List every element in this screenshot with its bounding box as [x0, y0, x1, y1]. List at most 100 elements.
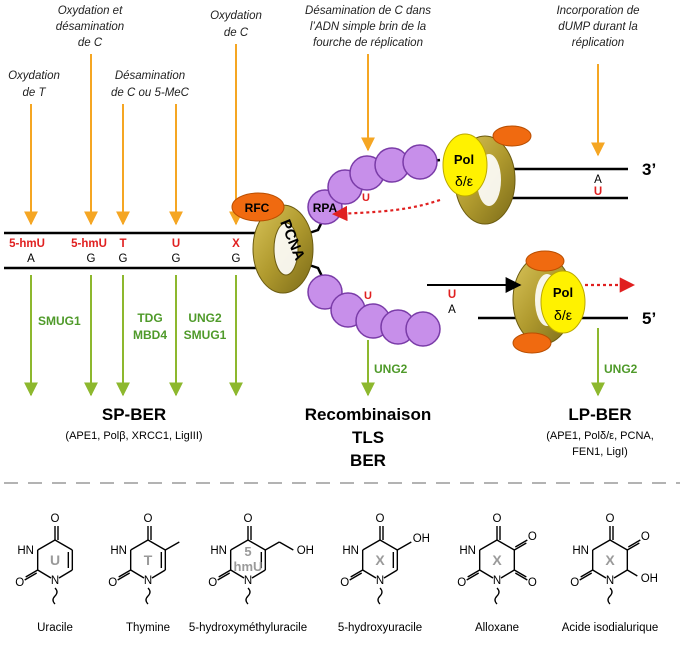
molecule-name: Alloxane — [475, 622, 519, 634]
enzyme-mbd4: MBD4 — [133, 328, 167, 342]
svg-text:O: O — [528, 531, 537, 543]
lesion-x: X — [232, 238, 240, 250]
svg-text:O: O — [144, 513, 153, 525]
svg-text:N: N — [244, 575, 252, 587]
svg-text:O: O — [606, 513, 615, 525]
molecule-name: Acide isodialurique — [562, 622, 659, 634]
svg-text:Désamination: Désamination — [115, 70, 185, 82]
svg-text:O: O — [108, 577, 117, 589]
svg-text:fourche de réplication: fourche de réplication — [313, 37, 423, 49]
svg-text:dUMP durant la: dUMP durant la — [558, 21, 637, 33]
base-g-3: G — [172, 253, 181, 265]
svg-text:(APE1, Polδ/ε, PCNA,: (APE1, Polδ/ε, PCNA, — [546, 430, 654, 442]
svg-text:de C: de C — [78, 37, 103, 49]
molecule-name: 5-hydroxyméthyluracile — [189, 622, 307, 634]
svg-text:O: O — [51, 513, 60, 525]
rpa-lower: U — [307, 274, 441, 347]
ring-label: X — [492, 552, 502, 568]
svg-text:O: O — [570, 577, 579, 589]
cause-arrows — [24, 44, 605, 226]
enzyme-labels: SMUG1 TDG MBD4 UNG2 SMUG1 UNG2 UNG2 — [38, 311, 638, 376]
svg-text:hmU: hmU — [234, 559, 263, 574]
rfc-complex: RFC — [231, 192, 285, 222]
enzyme-smug1: SMUG1 — [38, 314, 81, 328]
annotation-desamination-adn: Désamination de C dans l’ADN simple brin… — [305, 5, 431, 49]
svg-text:O: O — [208, 577, 217, 589]
svg-text:LP-BER: LP-BER — [568, 405, 631, 424]
base-g-1: G — [87, 253, 96, 265]
polymerase-bottom: Pol δ/ε — [512, 250, 586, 354]
svg-text:N: N — [493, 575, 501, 587]
ring-label: X — [375, 552, 385, 568]
annotation-oxydation-desamination: Oxydation et désamination de C — [56, 5, 124, 49]
svg-text:N: N — [606, 575, 614, 587]
svg-text:Recombinaison: Recombinaison — [305, 405, 432, 424]
svg-text:HN: HN — [342, 545, 359, 557]
label-3-prime: 3’ — [642, 160, 656, 179]
pol-bottom-pair: U A — [448, 289, 456, 316]
svg-text:désamination: désamination — [56, 21, 124, 33]
polymerase-top: Pol δ/ε — [442, 125, 532, 225]
enzyme-ung2-fork: UNG2 — [374, 362, 408, 376]
pol-bottom-delta: δ/ε — [554, 307, 572, 323]
svg-text:U: U — [594, 186, 602, 198]
svg-text:de C: de C — [224, 27, 249, 39]
svg-text:O: O — [244, 513, 253, 525]
svg-text:HN: HN — [459, 545, 476, 557]
svg-text:Oxydation: Oxydation — [210, 10, 262, 22]
annotation-oxydation-c: Oxydation de C — [210, 10, 262, 39]
svg-text:de T: de T — [22, 87, 46, 99]
rfc-label: RFC — [245, 201, 270, 215]
svg-text:N: N — [51, 575, 59, 587]
rpa-upper: RPA U — [307, 144, 438, 225]
svg-text:A: A — [448, 304, 456, 316]
svg-text:N: N — [144, 575, 152, 587]
enzyme-tdg: TDG — [137, 311, 162, 325]
pol-top-label: Pol — [454, 152, 474, 167]
svg-text:HN: HN — [572, 545, 589, 557]
enzyme-arrows — [24, 275, 605, 397]
svg-text:A: A — [594, 174, 602, 186]
svg-text:SP-BER: SP-BER — [102, 405, 166, 424]
lesion-5hmu-1: 5-hmU — [9, 238, 45, 250]
annotation-oxydation-t: Oxydation de T — [8, 70, 60, 99]
enzyme-ung2-lp: UNG2 — [604, 362, 638, 376]
pol-top-delta: δ/ε — [455, 173, 473, 189]
svg-text:O: O — [528, 577, 537, 589]
svg-text:l’ADN simple brin de la: l’ADN simple brin de la — [310, 21, 426, 33]
svg-text:OH: OH — [641, 573, 658, 585]
pol-bottom-label: Pol — [553, 285, 573, 300]
svg-text:Oxydation et: Oxydation et — [58, 5, 123, 17]
ring-label: T — [144, 552, 153, 568]
svg-text:OH: OH — [413, 533, 430, 545]
svg-text:FEN1, LigI): FEN1, LigI) — [572, 446, 628, 458]
annotation-desamination-c-5mec: Désamination de C ou 5-MeC — [111, 70, 190, 99]
pathway-recombinaison: Recombinaison TLS BER — [305, 405, 432, 470]
svg-text:N: N — [376, 575, 384, 587]
svg-text:O: O — [340, 577, 349, 589]
svg-text:O: O — [376, 513, 385, 525]
base-a: A — [27, 253, 35, 265]
lesion-5hmu-2: 5-hmU — [71, 238, 107, 250]
svg-text:TLS: TLS — [352, 428, 384, 447]
svg-text:Incorporation de: Incorporation de — [556, 5, 639, 17]
pathway-lp-ber: LP-BER (APE1, Polδ/ε, PCNA, FEN1, LigI) — [546, 405, 654, 458]
base-g-4: G — [232, 253, 241, 265]
upper-fork-uracil: U — [362, 192, 370, 204]
svg-text:Oxydation: Oxydation — [8, 70, 60, 82]
svg-text:BER: BER — [350, 451, 386, 470]
dna-duplex — [4, 231, 262, 270]
lesion-u: U — [172, 238, 180, 250]
svg-text:O: O — [641, 531, 650, 543]
base-labels: A G G G G — [27, 253, 240, 265]
svg-text:HN: HN — [17, 545, 34, 557]
svg-text:U: U — [448, 289, 456, 301]
svg-text:O: O — [15, 577, 24, 589]
enzyme-smug1-b: SMUG1 — [184, 328, 227, 342]
pcna-clamp: PCNA — [252, 204, 314, 294]
